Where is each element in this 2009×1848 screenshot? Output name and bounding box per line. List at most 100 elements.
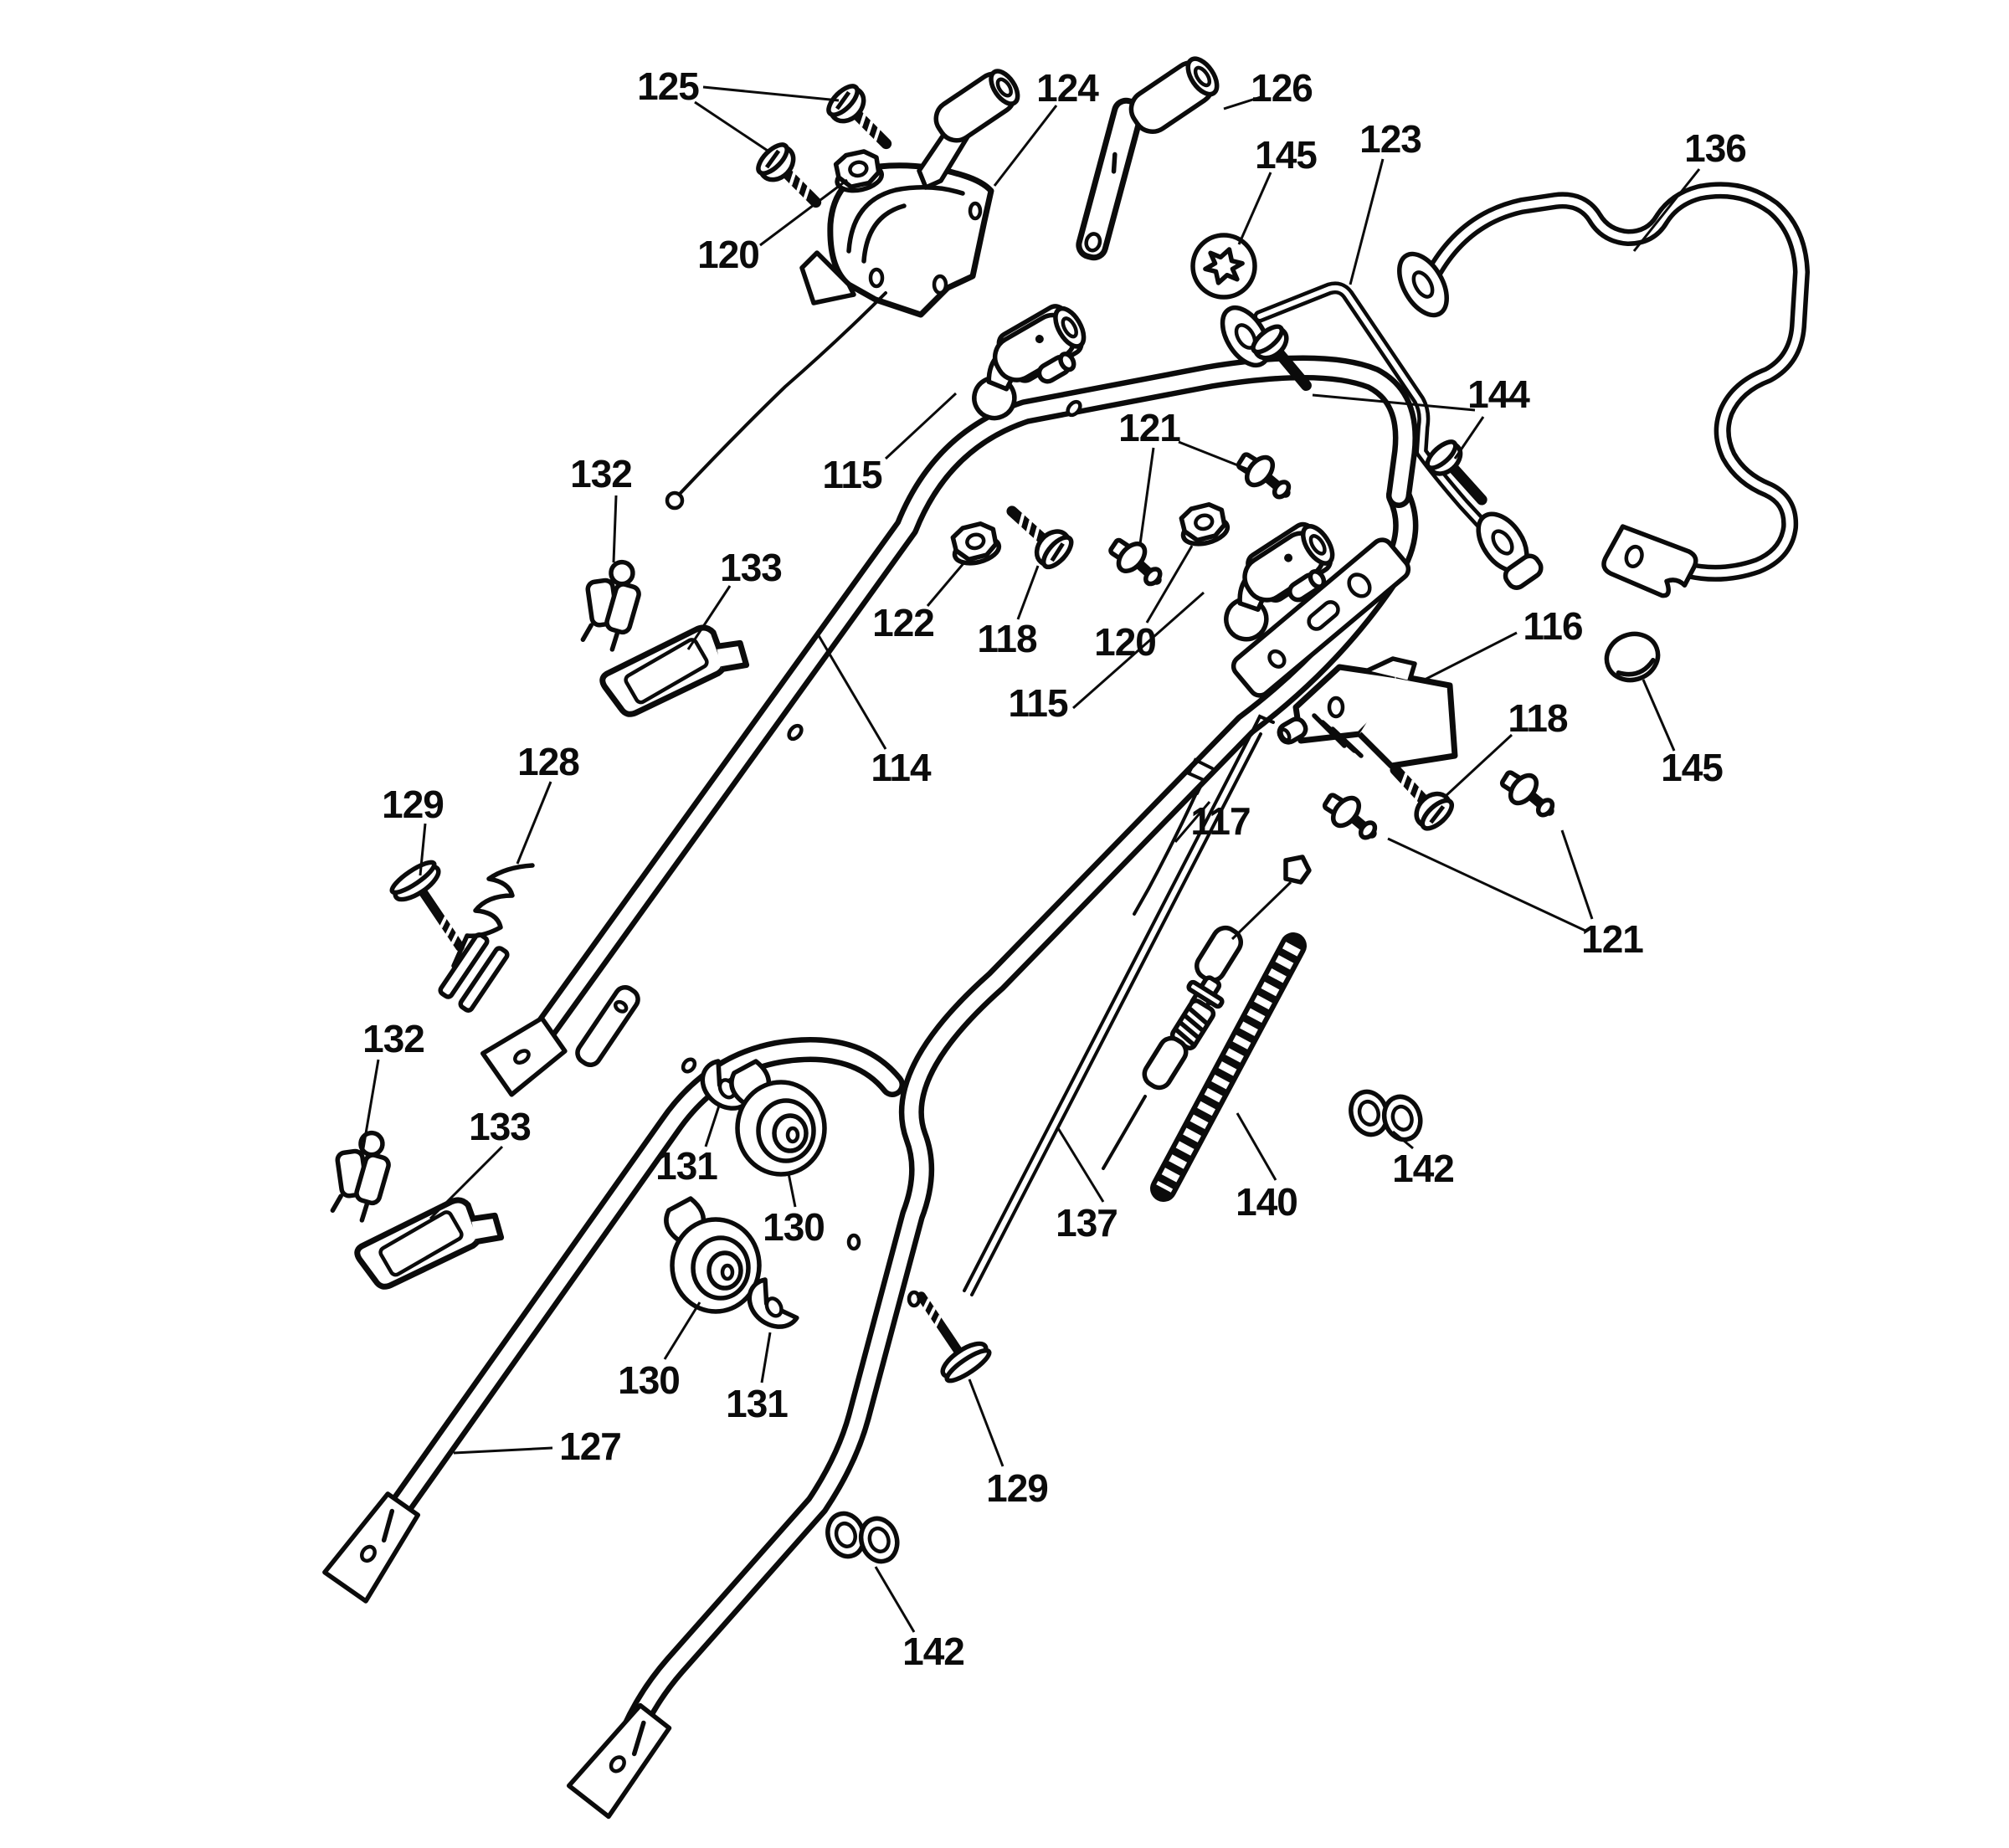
part-label-118: 118	[1508, 696, 1568, 740]
conduit-spring-140	[1150, 932, 1307, 1202]
part-label-131: 131	[655, 1144, 717, 1188]
wire-clamp-142-lower	[822, 1500, 902, 1576]
leader-line	[1453, 416, 1485, 459]
leader-line	[1072, 591, 1205, 710]
leader-line	[874, 1566, 916, 1633]
brake-link-123	[1220, 281, 1544, 590]
handle-knob-130-upper	[732, 1061, 825, 1174]
leader-line	[1178, 440, 1251, 472]
bail-hook-tab	[1601, 524, 1698, 598]
part-label-123: 123	[1359, 117, 1421, 161]
spring-clip-128	[451, 863, 535, 968]
leader-line	[884, 392, 958, 460]
cable-137	[963, 714, 1275, 1296]
bail-control-bar-136	[1397, 182, 1810, 598]
tube-hole	[1066, 399, 1082, 418]
part-label-129: 129	[986, 1466, 1048, 1510]
throttle-lever	[917, 69, 1020, 190]
part-label-144: 144	[1467, 372, 1530, 416]
part-label-128: 128	[517, 740, 579, 783]
handle-knob-130-lower	[666, 1199, 759, 1312]
leader-line	[1237, 172, 1272, 245]
leader-line	[968, 1378, 1004, 1467]
leader-line	[1387, 837, 1586, 932]
part-label-142: 142	[1392, 1147, 1454, 1190]
leader-line	[694, 100, 771, 154]
leader-line	[516, 781, 552, 865]
leader-line	[787, 1173, 797, 1208]
nut-120-mid	[1177, 501, 1230, 548]
handle-end-channel	[438, 932, 510, 1013]
tube-hole	[681, 1057, 697, 1074]
leader-line	[429, 1145, 504, 1220]
screw-125-b	[753, 140, 829, 215]
leader-line	[1145, 545, 1194, 624]
leader-line	[362, 1059, 380, 1149]
brake-cable-117	[1102, 757, 1312, 1170]
part-label-132: 132	[570, 452, 632, 495]
part-label-124: 124	[1036, 66, 1099, 110]
bolt-121-d	[1318, 785, 1383, 846]
bolt-121-c	[1496, 762, 1560, 824]
throttle-cable	[665, 291, 887, 511]
leader-line	[1642, 679, 1676, 752]
part-label-140: 140	[1236, 1180, 1297, 1224]
leader-line	[1349, 158, 1385, 285]
leader-line	[760, 1332, 772, 1383]
screw-125-a	[824, 81, 899, 157]
handle-end-strip	[575, 984, 640, 1068]
bolt-121-a	[1232, 444, 1297, 506]
part-label-127: 127	[559, 1424, 621, 1468]
leader-line	[1424, 631, 1518, 681]
leader-line	[1632, 168, 1701, 252]
star-washer-145	[1190, 233, 1257, 300]
cable-clip-132-top	[580, 558, 643, 651]
part-label-121: 121	[1118, 406, 1180, 449]
upper-handle-end-plate	[480, 1015, 568, 1097]
cable-end-cap	[1231, 855, 1312, 941]
bolt-121-b	[1104, 531, 1168, 593]
leader-line	[1138, 447, 1155, 545]
part-label-136: 136	[1684, 126, 1746, 170]
part-label-142: 142	[902, 1630, 964, 1673]
tube-hole	[787, 723, 804, 742]
part-label-117: 117	[1190, 799, 1250, 843]
leader-line	[1174, 801, 1211, 843]
leader-line	[1392, 1130, 1414, 1150]
labels-layer: 125 124 126 145 123 136 120 115 121 132 133 122 118 1…	[362, 64, 1747, 1673]
part-label-137: 137	[1056, 1201, 1118, 1245]
far-leg-end-plate	[566, 1702, 672, 1820]
part-label-121: 121	[1581, 917, 1643, 961]
part-label-122: 122	[872, 601, 934, 644]
bracket-116	[1277, 656, 1458, 769]
leader-line	[1560, 829, 1594, 920]
cable-clip-132-bottom	[330, 1129, 393, 1222]
lower-handle-crossbar-and-far-leg	[593, 483, 1419, 1807]
part-label-120: 120	[697, 233, 759, 276]
leader-line	[1016, 565, 1040, 620]
part-label-145: 145	[1661, 746, 1723, 789]
near-leg-end-plate	[322, 1491, 421, 1604]
part-label-131: 131	[726, 1382, 788, 1425]
part-label-125: 125	[637, 64, 699, 108]
leader-line	[1312, 393, 1476, 412]
leader-line	[1056, 1127, 1105, 1203]
leader-line	[663, 1301, 701, 1360]
part-label-126: 126	[1251, 66, 1313, 110]
leader-line	[759, 178, 848, 247]
part-label-132: 132	[362, 1017, 424, 1060]
part-label-115: 115	[1008, 681, 1068, 725]
leader-line	[1223, 95, 1261, 110]
part-label-145: 145	[1255, 133, 1317, 177]
screw-129-left	[388, 858, 480, 961]
part-label-116: 116	[1523, 604, 1582, 648]
upper-handle-tube	[513, 355, 1418, 1069]
leader-line	[702, 85, 840, 102]
part-label-114: 114	[871, 746, 932, 789]
part-label-133: 133	[720, 546, 782, 589]
part-label-130: 130	[763, 1205, 825, 1249]
leader-line	[686, 585, 732, 650]
hinge-plate	[1231, 537, 1411, 698]
